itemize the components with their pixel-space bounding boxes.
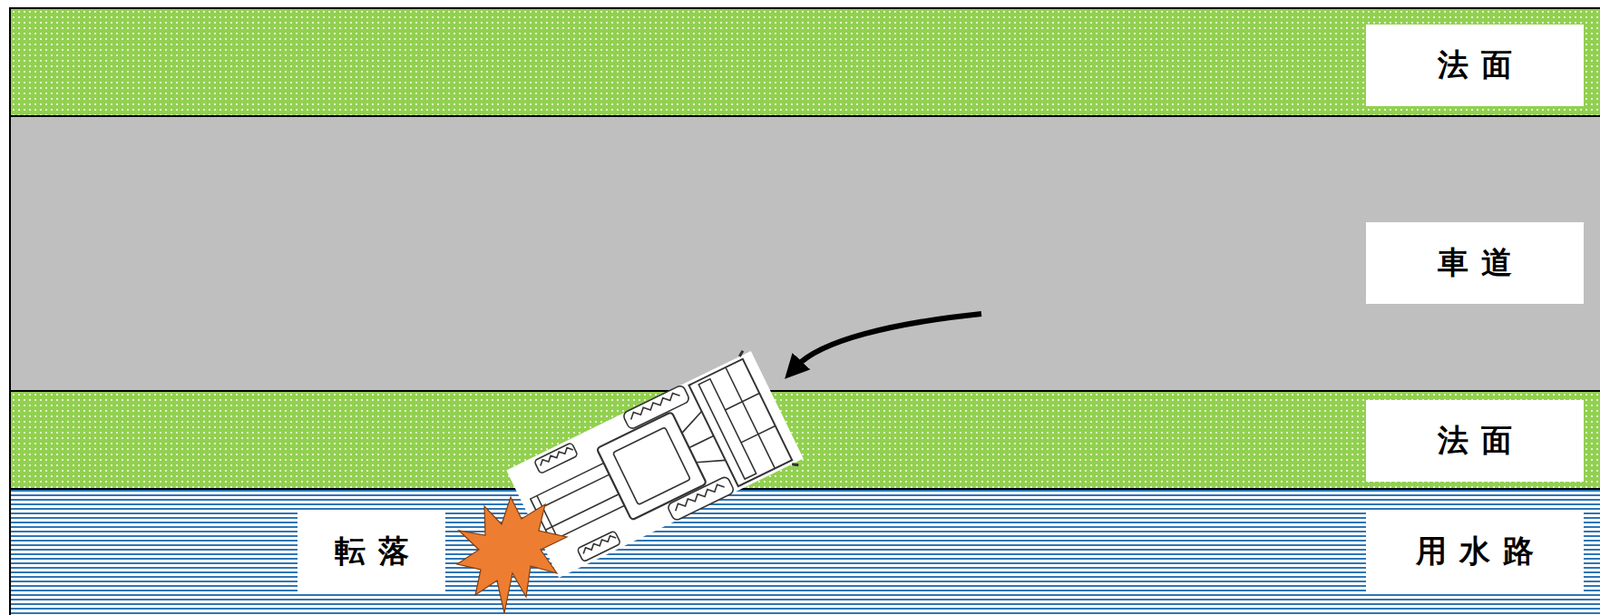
tractor <box>504 347 805 581</box>
label-box: 転落 <box>297 510 446 593</box>
label-box: 法面 <box>1365 24 1584 107</box>
ground-band: 用水路 転落 <box>9 487 1600 615</box>
ground-band: 法面 <box>9 7 1600 118</box>
label-box: 法面 <box>1365 400 1584 482</box>
area-label: 法面 <box>1437 419 1525 462</box>
area-label: 車道 <box>1437 242 1525 284</box>
area-label: 用水路 <box>1415 530 1547 573</box>
travel-arrow <box>796 313 982 367</box>
ground-band: 法面 <box>9 390 1600 490</box>
ground-band: 車道 <box>9 115 1600 392</box>
label-box: 車道 <box>1365 222 1584 304</box>
label-box: 用水路 <box>1365 510 1584 593</box>
impact-burst <box>457 497 567 614</box>
area-label: 法面 <box>1437 44 1525 87</box>
area-label: 転落 <box>334 530 422 573</box>
